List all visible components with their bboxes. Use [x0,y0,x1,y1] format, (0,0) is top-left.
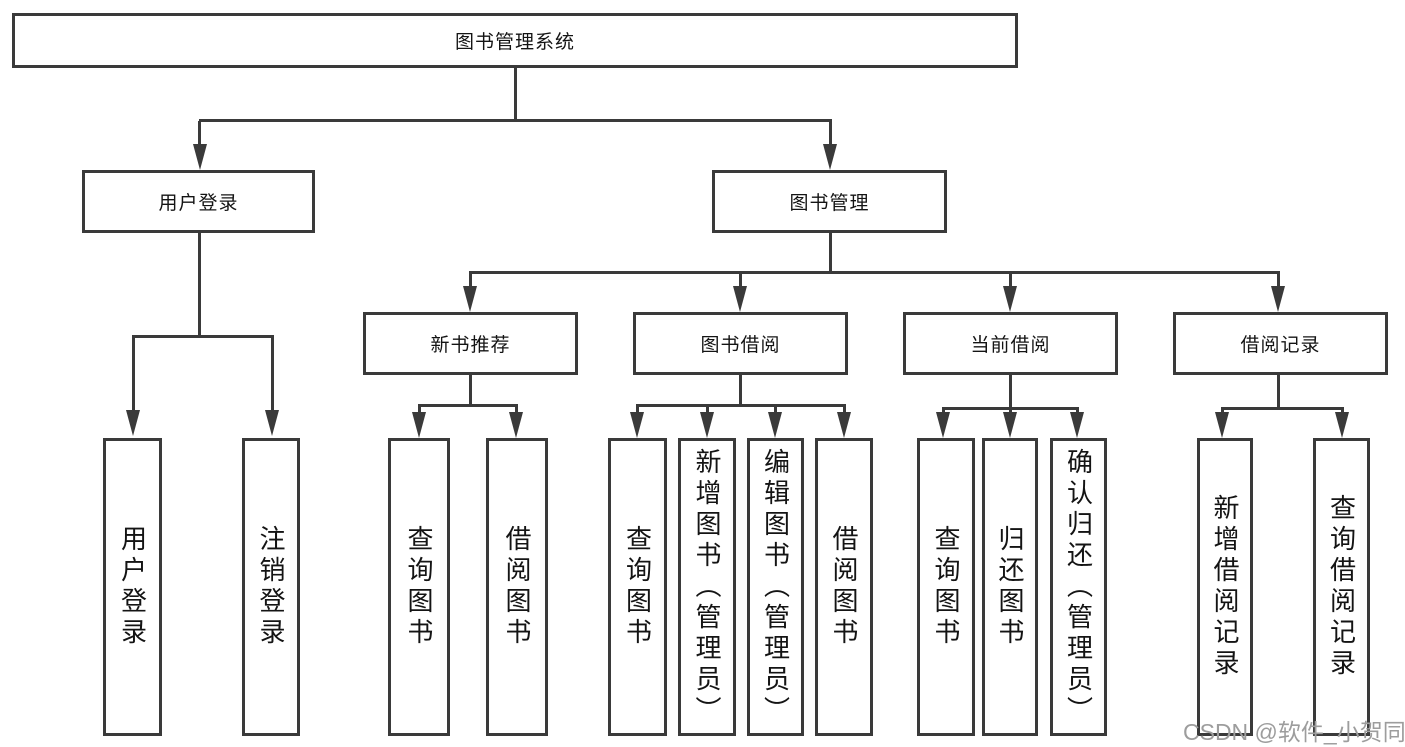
edge-l2-bus [199,119,832,122]
arrowhead [837,412,851,438]
node-label: 新书推荐 [430,335,511,356]
leaf-edit-books-admin: 编辑图书（管理员） [747,438,804,736]
edge-user-trunk [198,233,201,337]
edge-newbooks-bus [418,404,518,407]
node-label: 查询图书 [404,525,434,649]
node-new-books: 新书推荐 [363,312,578,375]
arrowhead [1070,412,1084,438]
node-user-login: 用户登录 [82,170,315,233]
edge-current-bus [942,407,1079,410]
node-label: 图书管理 [789,193,870,214]
node-label: 用户登录 [158,193,239,214]
arrowhead [412,412,426,438]
node-label: 查询借阅记录 [1326,494,1357,680]
edge-stem [418,406,421,414]
arrowhead [1271,286,1285,312]
edge-records-trunk [1277,375,1280,409]
arrowhead [630,412,644,438]
edge-stem [636,406,639,414]
arrowhead [509,412,523,438]
arrowhead [265,410,279,436]
edge-borrow-trunk [739,375,742,406]
arrowhead [1003,286,1017,312]
edge-stem [515,406,518,414]
arrowhead [768,412,782,438]
node-label: 查询图书 [931,525,961,649]
node-label: 图书管理系统 [454,32,575,53]
leaf-borrow-books-1: 借阅图书 [486,438,548,736]
edge-stem [774,406,777,414]
edge-user-bus [132,335,274,338]
edge-l3-stem-4 [1277,273,1280,287]
node-label: 借阅图书 [829,525,859,649]
arrowhead [700,412,714,438]
node-label: 借阅记录 [1240,335,1321,356]
leaf-add-borrow-record: 新增借阅记录 [1197,438,1253,736]
leaf-user-login: 用户登录 [103,438,162,736]
edge-newbooks-trunk [469,375,472,406]
node-label: 编辑图书（管理员） [760,447,791,727]
edge-stem [1009,409,1012,414]
edge-stem [843,406,846,414]
arrowhead [733,286,747,312]
leaf-borrow-books-2: 借阅图书 [815,438,873,736]
edge-mgmt-trunk [829,233,832,274]
edge-l3-stem-2 [739,273,742,287]
node-label: 图书借阅 [700,335,781,356]
node-root: 图书管理系统 [12,13,1018,68]
edge-borrow-bus [636,404,846,407]
node-book-mgmt: 图书管理 [712,170,947,233]
watermark: CSDN @软件_小贺同学 [1183,719,1405,745]
edge-l3-stem-3 [1009,273,1012,287]
node-label: 确认归还（管理员） [1063,447,1094,727]
arrowhead [823,144,837,170]
edge-l2-stem-left [198,121,201,145]
node-label: 当前借阅 [970,335,1051,356]
leaf-logout: 注销登录 [242,438,300,736]
leaf-confirm-return-admin: 确认归还（管理员） [1050,438,1107,736]
arrowhead [1003,412,1017,438]
node-label: 归还图书 [995,525,1025,649]
node-label: 新增借阅记录 [1210,494,1240,680]
edge-l3-stem-1 [469,273,472,287]
node-label: 新增图书（管理员） [692,447,722,727]
edge-stem [942,409,945,414]
node-label: 查询图书 [622,525,653,649]
edge-l3-bus [469,271,1280,274]
arrowhead [936,412,950,438]
leaf-query-books-1: 查询图书 [388,438,450,736]
edge-user-stem-right [271,337,274,410]
edge-records-bus [1221,407,1344,410]
edge-l2-stem-right [829,121,832,145]
leaf-query-books-2: 查询图书 [608,438,667,736]
node-label: 用户登录 [117,525,148,649]
edge-stem [706,406,709,414]
node-label: 注销登录 [256,525,286,649]
leaf-query-books-3: 查询图书 [917,438,975,736]
arrowhead [126,410,140,436]
arrowhead [463,286,477,312]
node-borrow-records: 借阅记录 [1173,312,1388,375]
edge-stem [1221,409,1224,414]
edge-current-trunk [1009,375,1012,409]
arrowhead [1215,412,1229,438]
arrowhead [1335,412,1349,438]
arrowhead [193,144,207,170]
edge-stem [1076,409,1079,414]
leaf-query-borrow-record: 查询借阅记录 [1313,438,1370,736]
node-label: 借阅图书 [502,525,532,649]
node-book-borrow: 图书借阅 [633,312,848,375]
edge-user-stem-left [132,337,135,410]
edge-stem [1341,409,1344,414]
leaf-return-books: 归还图书 [982,438,1038,736]
edge-root-trunk [514,68,517,120]
node-current-borrow: 当前借阅 [903,312,1118,375]
leaf-add-books-admin: 新增图书（管理员） [678,438,736,736]
